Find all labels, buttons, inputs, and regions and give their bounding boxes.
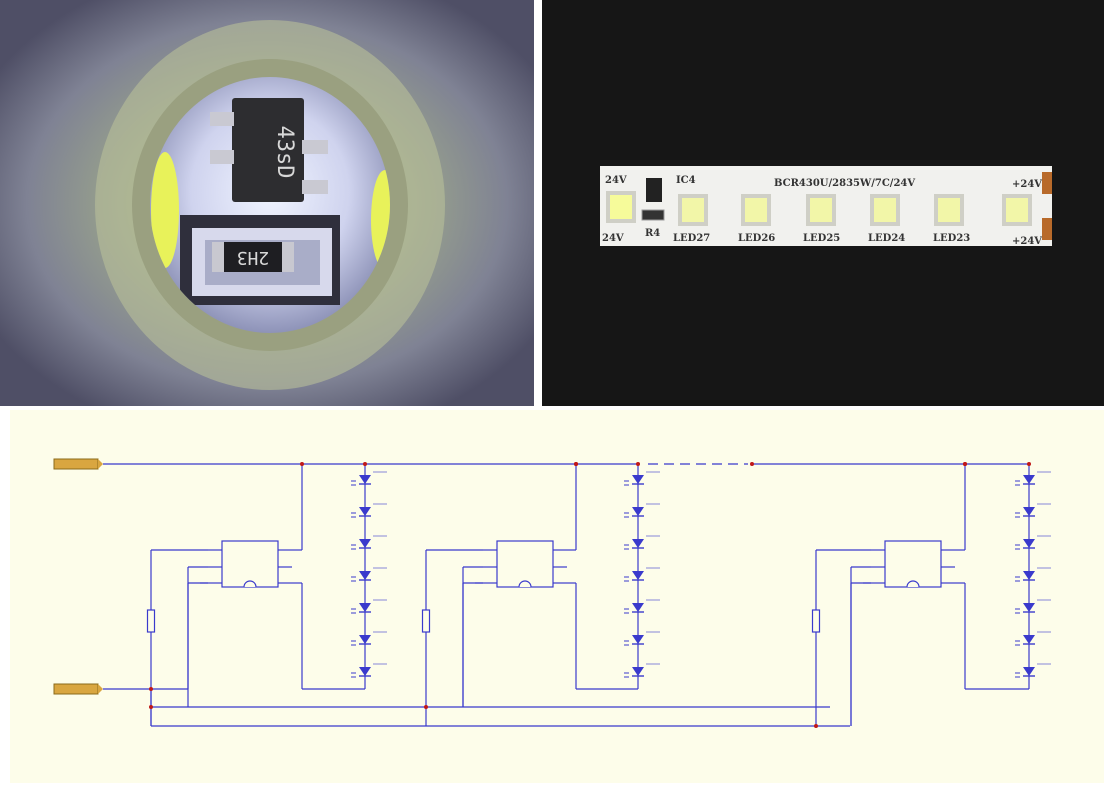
strip-led [870, 194, 900, 226]
strip-right-top-label: +24V [1012, 179, 1042, 190]
strip-led-label: LED23 [933, 233, 970, 244]
schematic-diagram [10, 410, 1104, 783]
strip-right-bottom-label: +24V [1012, 236, 1042, 247]
power-connector-bottom [53, 683, 103, 695]
schematic-led [624, 535, 660, 550]
wire-junction [814, 724, 818, 728]
schematic-led [624, 503, 660, 518]
resistor-marking-text: 2H3 [237, 247, 270, 268]
schematic-led [351, 663, 387, 678]
strip-ic-label: IC4 [676, 175, 696, 186]
sot-ic-chip [232, 98, 304, 202]
schematic-led [351, 535, 387, 550]
schematic-led [624, 631, 660, 646]
schematic-led [351, 631, 387, 646]
schematic-led [1015, 503, 1051, 518]
wire-junction [300, 462, 304, 466]
schematic-led [1015, 471, 1051, 486]
driver-ic [871, 540, 955, 588]
wire-junction [149, 705, 153, 709]
strip-left-bottom-label: 24V [602, 233, 624, 244]
schematic-led [624, 567, 660, 582]
schematic-svg [10, 410, 1104, 783]
strip-led [806, 194, 836, 226]
wire-junction [574, 462, 578, 466]
strip-led [678, 194, 708, 226]
schematic-led [624, 663, 660, 678]
strip-main-label: BCR430U/2835W/7C/24V [774, 178, 915, 189]
schematic-led [351, 503, 387, 518]
strip-led [741, 194, 771, 226]
schematic-led [351, 599, 387, 614]
wire-junction [424, 705, 428, 709]
sense-resistor [811, 609, 821, 633]
strip-led [934, 194, 964, 226]
schematic-led [624, 471, 660, 486]
schematic-led [351, 471, 387, 486]
schematic-led [1015, 599, 1051, 614]
smd-resistor [222, 242, 284, 272]
strip-led [1002, 194, 1032, 226]
strip-led-label: LED27 [673, 233, 710, 244]
driver-ic [208, 540, 292, 588]
strip-resistor-label: R4 [645, 228, 660, 239]
strip-ic-chip [646, 178, 662, 202]
schematic-led [1015, 535, 1051, 550]
schematic-led [351, 567, 387, 582]
strip-resistor [641, 209, 665, 221]
schematic-led [1015, 663, 1051, 678]
wire-junction [1027, 462, 1031, 466]
schematic-led [1015, 631, 1051, 646]
strip-left-top-label: 24V [605, 175, 627, 186]
wire-junction [363, 462, 367, 466]
wire-junction [963, 462, 967, 466]
strip-led-label: LED25 [803, 233, 840, 244]
led-strip-illustration: 24V 24V BCR430U/2835W/7C/24V +24V +24V I… [542, 0, 1104, 406]
sense-resistor [146, 609, 156, 633]
driver-ic [483, 540, 567, 588]
wire-junction [149, 687, 153, 691]
microscope-illustration: 43sD 2H3 [0, 0, 534, 406]
schematic-led [624, 599, 660, 614]
led-strip-photo: 24V 24V BCR430U/2835W/7C/24V +24V +24V I… [542, 0, 1104, 406]
schematic-led [1015, 567, 1051, 582]
sense-resistor [421, 609, 431, 633]
strip-led-label: LED24 [868, 233, 905, 244]
ic-marking-text: 43sD [272, 126, 297, 179]
wire-junction [636, 462, 640, 466]
strip-led-lit [606, 191, 636, 223]
microscope-photo: 43sD 2H3 [0, 0, 534, 406]
strip-led-label: LED26 [738, 233, 775, 244]
power-connector-top [53, 458, 103, 470]
wire-junction [750, 462, 754, 466]
